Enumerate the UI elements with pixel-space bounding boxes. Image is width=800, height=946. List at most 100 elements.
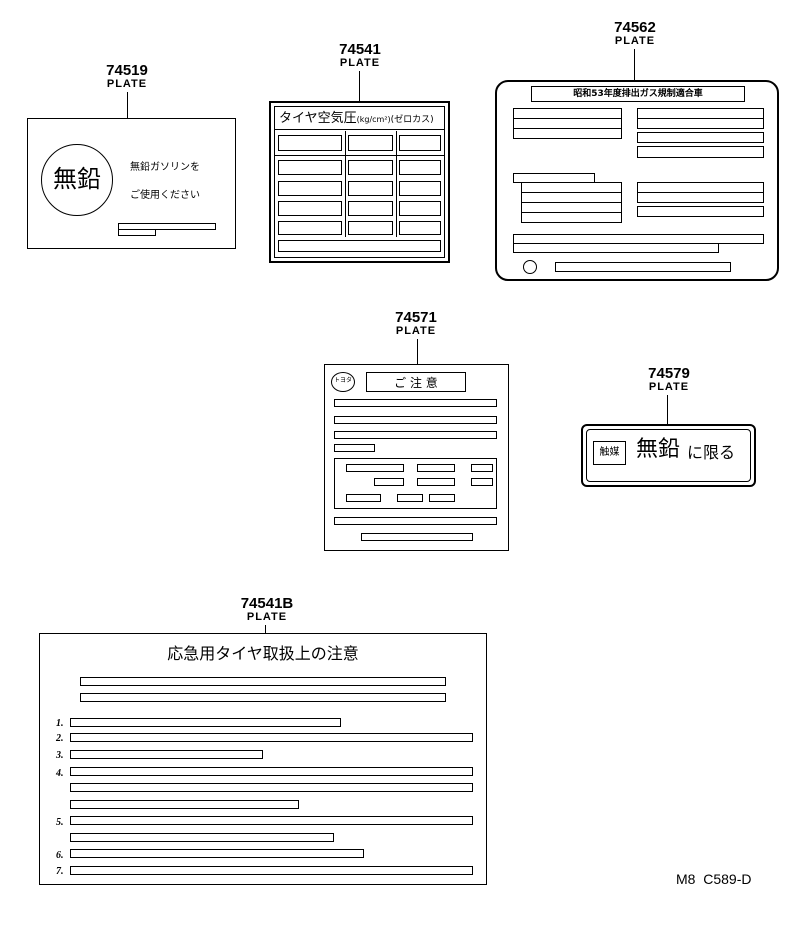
callout-74579: 74579 PLATE — [634, 366, 704, 393]
plate-74541: タイヤ空気圧(kg/cm²)(ゼロカス) — [269, 101, 450, 263]
field-bar — [637, 192, 764, 203]
plate-74571: トヨタ ご 注 意 — [324, 364, 509, 551]
grid-cell-wide — [278, 240, 441, 252]
grid-cell — [399, 160, 441, 175]
text-bar — [70, 750, 263, 759]
grid-vline — [345, 131, 346, 237]
text-bar — [70, 733, 473, 742]
part-number: 74519 — [106, 62, 148, 79]
part-number: 74571 — [395, 309, 437, 326]
text-bar — [334, 444, 375, 452]
row-number: 6. — [56, 850, 64, 861]
caution-header-box: ご 注 意 — [366, 372, 466, 392]
text-bar — [80, 693, 446, 702]
leader-line — [634, 49, 635, 80]
maker-logo-icon — [523, 260, 537, 274]
grid-cell — [278, 181, 342, 196]
plate-74519: 無鉛 無鉛ガソリンを ご使用ください — [27, 118, 236, 249]
part-kind: PLATE — [106, 78, 148, 90]
grid-cell — [348, 201, 393, 216]
field-bar — [637, 146, 764, 158]
text-bar — [334, 416, 497, 424]
table-cell — [429, 494, 455, 502]
diagram-code: M8 C589-D — [676, 871, 752, 887]
catalyst-tag: 触媒 — [593, 441, 626, 465]
leader-line — [127, 92, 128, 118]
limited-text: に限る — [687, 443, 736, 462]
divider — [274, 129, 445, 130]
text-bar — [334, 399, 497, 407]
unleaded-circle: 無鉛 — [41, 144, 113, 216]
part-kind: PLATE — [339, 57, 381, 69]
table-cell — [397, 494, 423, 502]
text-bar — [334, 517, 497, 525]
row-number: 2. — [56, 733, 64, 744]
text-bar — [70, 718, 341, 727]
text-bar — [70, 800, 299, 809]
field-bar — [513, 243, 719, 253]
callout-74571: 74571 PLATE — [381, 310, 451, 337]
part-number: 74541 — [339, 41, 381, 58]
leader-line — [265, 625, 266, 633]
field-bar — [555, 262, 731, 272]
spare-tire-title: 応急用タイヤ取扱上の注意 — [167, 644, 359, 663]
text-bar — [118, 229, 156, 236]
catalyst-tag-text: 触媒 — [599, 447, 620, 458]
part-kind: PLATE — [648, 381, 690, 393]
callout-74541B: 74541B PLATE — [222, 596, 312, 623]
grid-cell — [348, 181, 393, 196]
inner-border — [586, 429, 751, 482]
part-kind: PLATE — [246, 611, 288, 623]
callout-74562: 74562 PLATE — [600, 20, 670, 47]
grid-cell — [278, 135, 342, 151]
field-bar — [521, 212, 622, 223]
part-number: 74579 — [648, 365, 690, 382]
text-bar — [118, 223, 216, 230]
leader-line — [359, 71, 360, 101]
field-bar — [637, 118, 764, 129]
text-bar — [70, 833, 334, 842]
text-bar — [70, 849, 364, 858]
table-cell — [346, 494, 381, 502]
grid-vline — [396, 131, 397, 237]
part-kind: PLATE — [614, 35, 656, 47]
part-kind: PLATE — [395, 325, 437, 337]
field-bar — [513, 128, 622, 139]
grid-cell — [399, 201, 441, 216]
text-bar — [361, 533, 473, 541]
text-bar — [70, 866, 473, 875]
grid-cell — [399, 221, 441, 235]
grid-cell — [278, 221, 342, 235]
leader-line — [667, 395, 668, 424]
text-bar — [80, 677, 446, 686]
row-number: 1. — [56, 718, 64, 729]
grid-cell — [348, 160, 393, 175]
callout-74541: 74541 PLATE — [325, 42, 395, 69]
plate-74579: 触媒 無鉛 に限る — [581, 424, 756, 487]
text-bar — [70, 816, 473, 825]
tire-pressure-header: タイヤ空気圧(kg/cm²)(ゼロカス) — [279, 111, 434, 126]
notice-line-2: ご使用ください — [130, 190, 200, 201]
row-number: 7. — [56, 866, 64, 877]
grid-cell — [278, 160, 342, 175]
table-cell — [374, 478, 404, 486]
table-cell — [471, 464, 493, 472]
row-number: 5. — [56, 817, 64, 828]
emission-header-box: 昭和53年度排出ガス規制適合車 — [531, 86, 745, 102]
grid-cell — [399, 181, 441, 196]
grid-cell — [348, 221, 393, 235]
table-cell — [346, 464, 404, 472]
table-cell — [417, 464, 455, 472]
plate-74562: 昭和53年度排出ガス規制適合車 — [495, 80, 779, 281]
leader-line — [417, 339, 418, 364]
text-bar — [70, 767, 473, 776]
plate-74541B: 応急用タイヤ取扱上の注意 1. 2. 3. 4. 5. 6. 7. — [39, 633, 487, 885]
spec-table — [334, 458, 497, 509]
inner-border — [274, 106, 445, 258]
text-bar — [334, 431, 497, 439]
notice-line-1: 無鉛ガソリンを — [130, 162, 200, 173]
table-cell — [417, 478, 455, 486]
unleaded-text: 無鉛 — [636, 437, 681, 462]
row-number: 4. — [56, 768, 64, 779]
row-number: 3. — [56, 750, 64, 761]
